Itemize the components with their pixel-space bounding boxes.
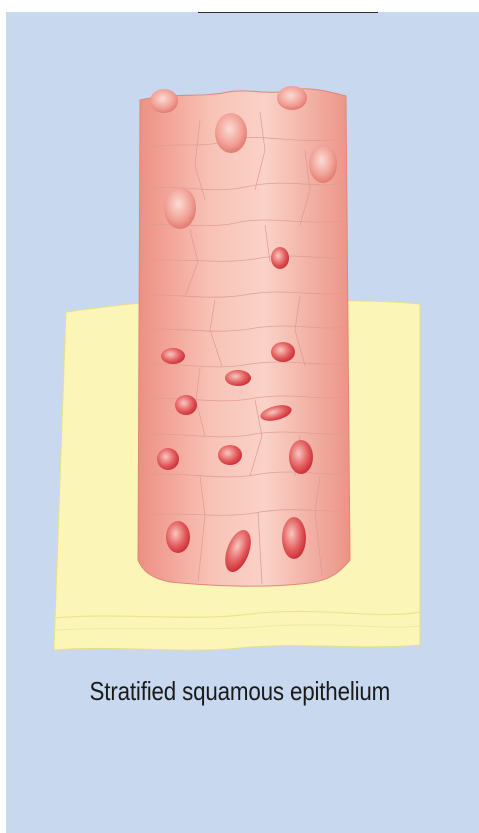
nucleus	[271, 247, 289, 269]
nucleus	[282, 517, 306, 559]
surface-nucleus	[309, 145, 337, 183]
nucleus	[166, 521, 190, 553]
surface-nucleus	[150, 89, 178, 113]
nucleus	[271, 342, 295, 362]
nucleus	[225, 370, 251, 386]
nucleus	[218, 445, 242, 465]
nucleus	[157, 448, 179, 470]
nucleus	[289, 440, 313, 474]
surface-nucleus	[164, 187, 196, 229]
caption: Stratified squamous epithelium	[34, 676, 446, 707]
nucleus	[161, 348, 185, 364]
surface-nucleus	[215, 113, 247, 153]
nucleus	[175, 395, 197, 415]
surface-nucleus	[277, 86, 307, 110]
